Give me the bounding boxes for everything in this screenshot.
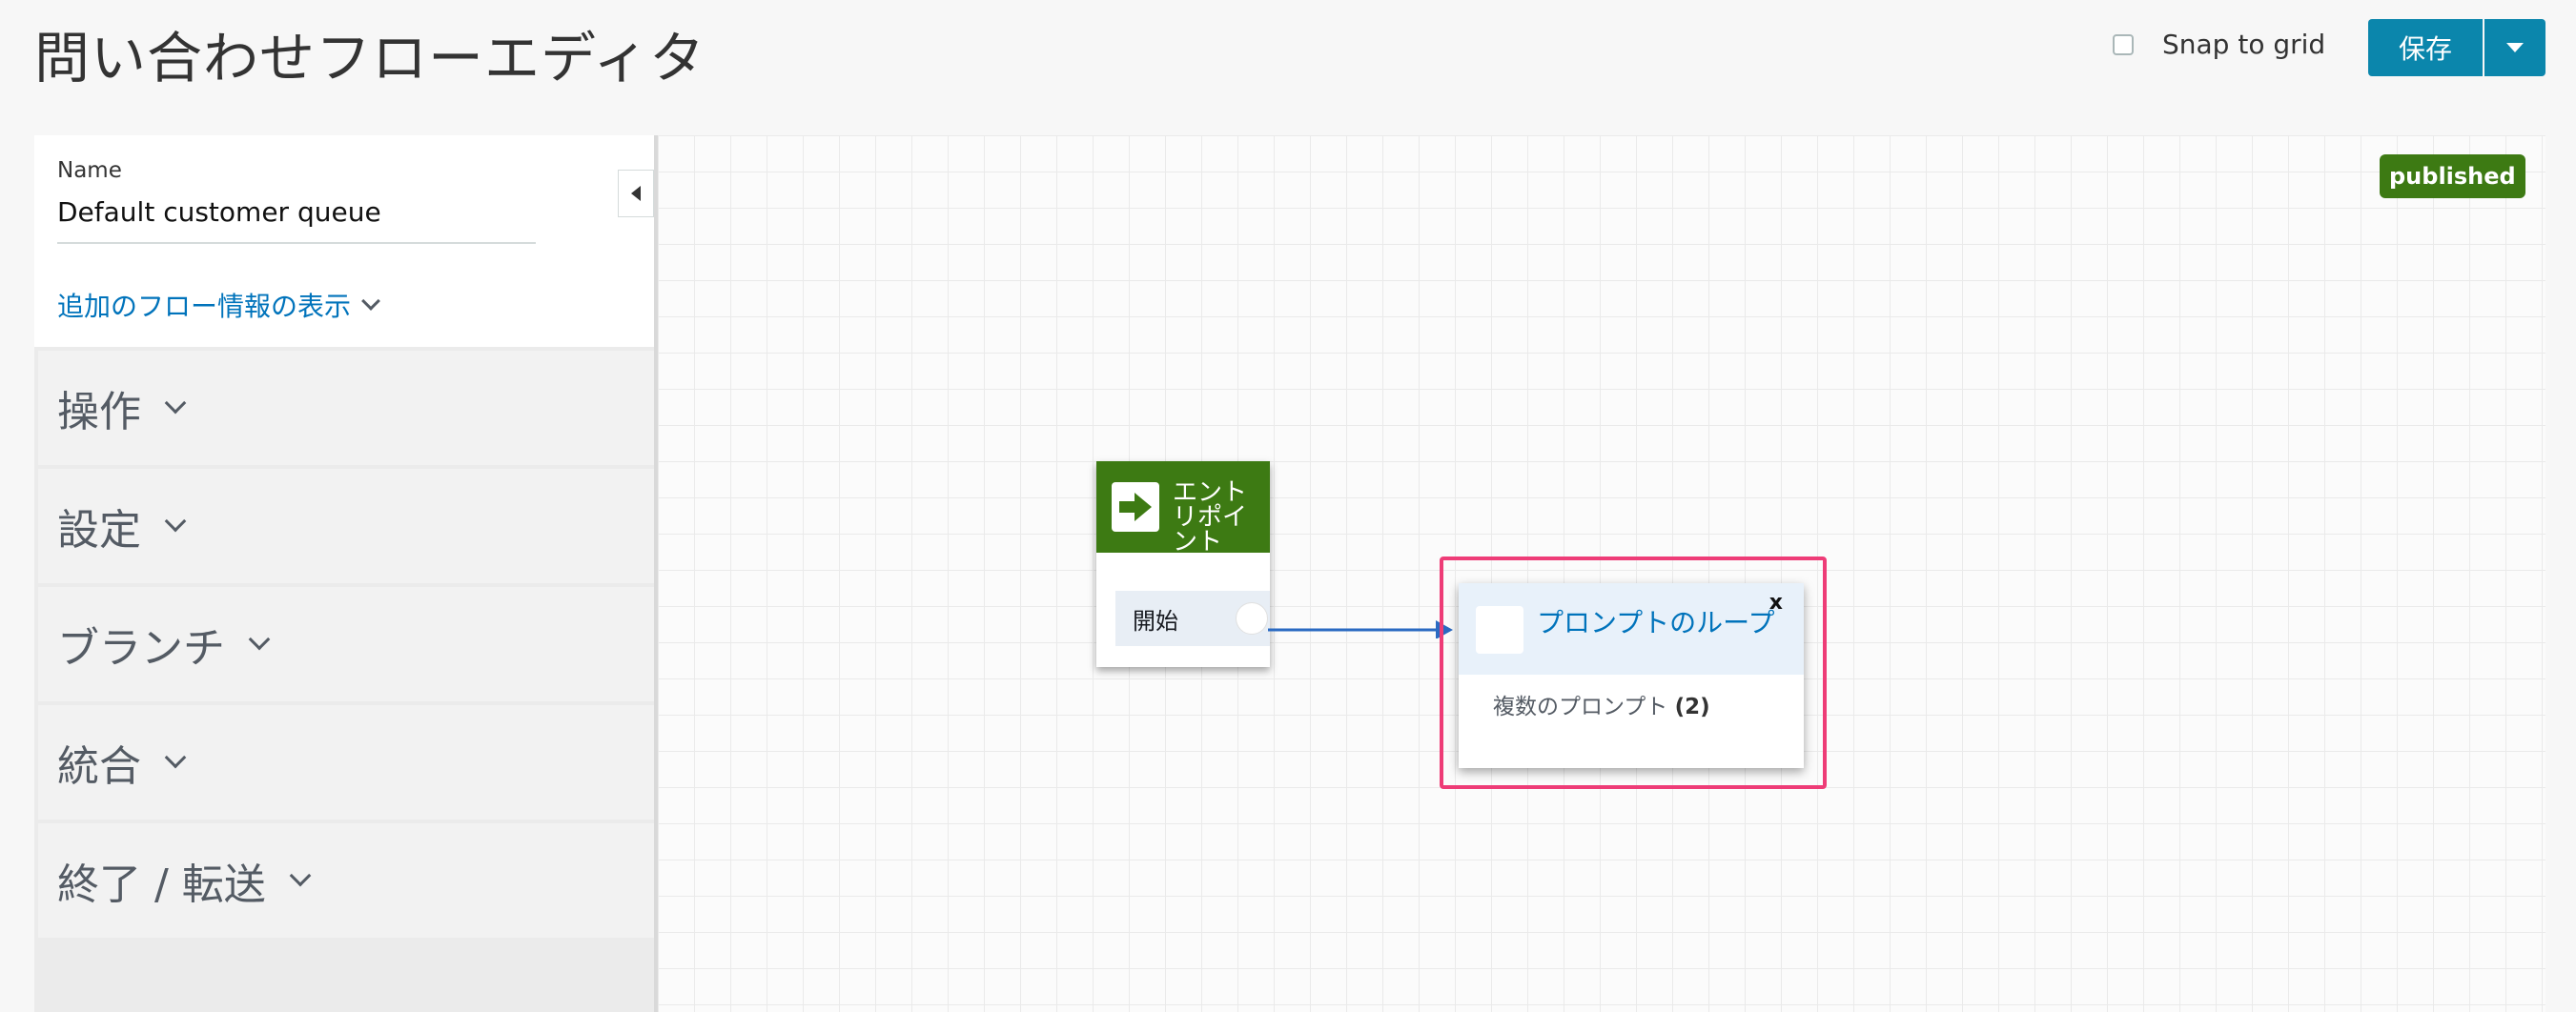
block-library-panel: Name Default customer queue 追加のフロー情報の表示 … (34, 135, 654, 1012)
flow-name-input[interactable]: Default customer queue (57, 196, 381, 228)
chevron-down-icon (164, 392, 187, 415)
category-branch[interactable]: ブランチ (38, 587, 654, 701)
loop-prompts-title[interactable]: プロンプトのループ (1537, 607, 1775, 638)
category-label: 設定 (57, 506, 141, 555)
more-info-label: 追加のフロー情報の表示 (57, 291, 352, 322)
flow-canvas[interactable] (658, 135, 2545, 1012)
entry-point-block[interactable]: エントリポイント 開始 (1096, 461, 1270, 667)
category-interact[interactable]: 操作 (38, 351, 654, 465)
chevron-down-icon (289, 864, 312, 887)
chevron-down-icon (164, 746, 187, 769)
save-button-group: 保存 (2368, 19, 2545, 76)
category-set[interactable]: 設定 (38, 469, 654, 583)
collapse-panel-button[interactable] (618, 170, 654, 217)
category-terminate-transfer[interactable]: 終了 / 転送 (38, 823, 654, 938)
entry-point-header: エントリポイント (1096, 461, 1270, 553)
body-text: 複数のプロンプト (1493, 695, 1668, 719)
close-icon[interactable]: x (1768, 591, 1783, 615)
prompt-count: (2) (1674, 695, 1710, 719)
snap-to-grid-label: Snap to grid (2162, 29, 2326, 60)
category-label: 統合 (57, 742, 141, 791)
connector-arrow[interactable] (1268, 614, 1455, 638)
status-badge: published (2380, 154, 2525, 198)
name-label: Name (57, 158, 122, 183)
flow-info: Name Default customer queue 追加のフロー情報の表示 (34, 135, 654, 347)
chevron-down-icon (164, 510, 187, 533)
arrow-right-icon (1112, 482, 1159, 532)
snap-to-grid-checkbox[interactable] (2113, 33, 2134, 55)
highlight-box (1440, 557, 1827, 789)
loop-prompts-block[interactable]: プロンプトのループ x 複数のプロンプト (2) (1459, 583, 1804, 768)
chevron-down-icon (248, 628, 271, 651)
name-underline (57, 242, 536, 244)
panel-resize-handle[interactable] (654, 135, 658, 1012)
save-button[interactable]: 保存 (2368, 19, 2483, 76)
category-integrate[interactable]: 統合 (38, 705, 654, 820)
category-label: 終了 / 転送 (57, 860, 266, 909)
category-label: 操作 (57, 388, 141, 436)
output-port[interactable] (1236, 602, 1268, 635)
chevron-down-icon (361, 292, 380, 311)
page-title: 問い合わせフローエディタ (34, 26, 705, 91)
entry-point-title: エントリポイント (1173, 480, 1248, 553)
show-more-flow-info-link[interactable]: 追加のフロー情報の表示 (57, 286, 380, 324)
caret-down-icon (2506, 43, 2524, 52)
save-options-button[interactable] (2484, 19, 2545, 76)
caret-left-icon (631, 186, 641, 201)
loop-prompts-header: プロンプトのループ x (1459, 583, 1804, 675)
block-icon (1476, 606, 1523, 654)
category-label: ブランチ (57, 624, 225, 673)
loop-prompts-body: 複数のプロンプト (2) (1493, 688, 1710, 720)
snap-to-grid[interactable]: Snap to grid (2113, 29, 2325, 60)
